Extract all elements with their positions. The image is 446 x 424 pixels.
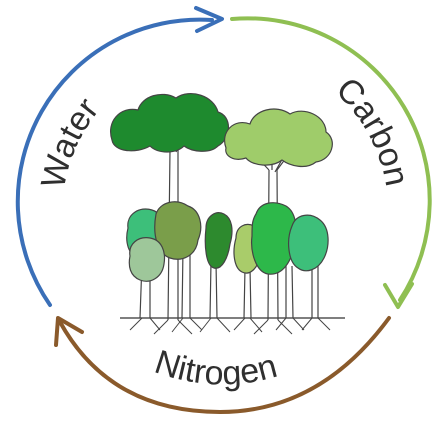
carbon-arrow (230, 16, 432, 309)
nitrogen-label: Nitrogen (150, 343, 281, 393)
nitrogen-arrow (54, 316, 391, 415)
water-arrow (15, 6, 224, 307)
nitrogen-arrowhead-icon (54, 316, 84, 347)
water-arrowhead-icon (194, 6, 224, 33)
carbon-label: Carbon (329, 70, 416, 189)
carbon-arrowhead-icon (383, 282, 414, 309)
forest-trees-icon (110, 93, 345, 335)
